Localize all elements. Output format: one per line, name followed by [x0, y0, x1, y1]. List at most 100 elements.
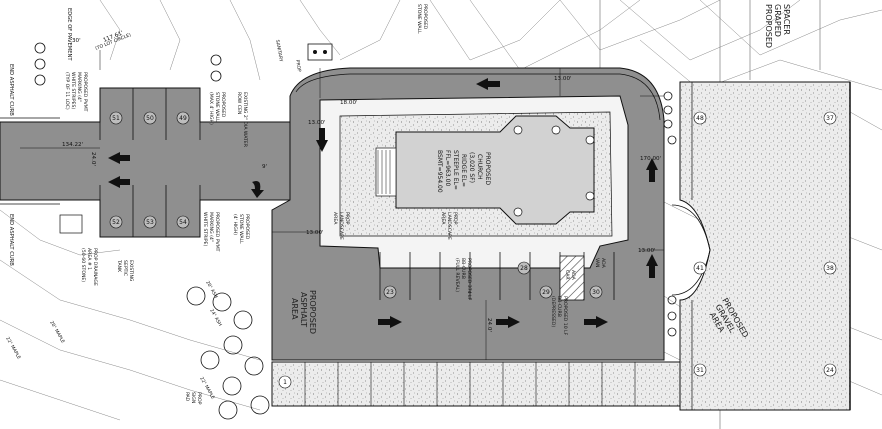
landscape-2: LANDSCAPE: [338, 212, 344, 240]
landscape-1: PROP: [344, 212, 350, 225]
asphalt-area-2: ASPHALT: [299, 292, 308, 327]
arrow-up-right-icon: [646, 158, 658, 182]
top-note-5: PROPOSED: [422, 4, 428, 30]
top-note-2: ROW CEN: [236, 92, 242, 114]
edge-of-pavement: EDGE OF PAVEMENT: [66, 8, 72, 61]
stall-number-markers: 51 50 49 52 53 54 1 23 28 29 30 48 37 38…: [109, 111, 837, 389]
stall-29: 29: [542, 289, 550, 296]
stall-38: 38: [826, 265, 834, 272]
pvmt-small-1: PROPOSED PVMT: [214, 212, 220, 252]
top-right-3: SPACER: [782, 4, 791, 35]
landscape-3: AREA: [332, 212, 338, 225]
church-label-4: RIDGE EL=: [460, 154, 467, 187]
arrow-right-icon: [108, 176, 130, 188]
church-label-1: PROPOSED: [484, 152, 491, 185]
stone-wall-3: (MAX 4' HIGH): [208, 92, 214, 125]
sign-pad-3: PAD: [184, 392, 190, 402]
church-label-5: STEEPLE EL=: [452, 150, 459, 190]
landscape-b-1: PROP: [452, 212, 458, 225]
asphalt-area-3: AREA: [290, 298, 299, 320]
dim-170: 170.00': [640, 156, 661, 162]
curb-right-1: PROPOSED 374 LF: [466, 258, 472, 301]
stone-wall-2: STONE WALL: [214, 92, 220, 122]
asphalt-area-1: PROPOSED: [308, 290, 317, 334]
ash-2: 20" ASH: [204, 280, 219, 299]
ada-van-1: ADA: [600, 258, 606, 269]
stall-54: 54: [179, 219, 187, 226]
top-note-3: SANITARY: [274, 39, 284, 62]
church-label-7: BSMT=954.00: [436, 150, 443, 193]
gravel-strip-bottom: [271, 361, 681, 407]
maple-1: 22" MAPLE: [4, 336, 22, 361]
septic-2: SEPTIC: [122, 260, 128, 276]
stall-1: 1: [283, 379, 287, 386]
stall-37: 37: [826, 115, 834, 122]
church-label-3: (3,020 SF): [468, 152, 475, 183]
gravel-area-right: [671, 81, 851, 411]
top-note-1: EXISTING 2" DIA WATER: [242, 92, 248, 148]
stall-30: 30: [592, 289, 600, 296]
drainage-2: AREA # 1: [86, 248, 92, 270]
end-asphalt-curb-bottom: END ASPHALT CURB: [8, 214, 14, 266]
dimension-lines: [20, 50, 664, 360]
church-label-2: CHURCH: [476, 154, 483, 180]
dim-13d: 13.00': [306, 230, 324, 236]
curb-lines: [0, 73, 661, 234]
church-building: [375, 115, 595, 225]
stone-wall-b-3: (4' HIGH): [232, 214, 238, 235]
curb-right-3: (FULL REVEAL): [454, 258, 460, 292]
pvmt-marking-3: WHITE STRIPES): [70, 72, 76, 109]
top-right-2: GRAPED: [773, 4, 782, 37]
maple-2: 20" MAPLE: [48, 320, 66, 345]
septic-1: EXISTING: [128, 260, 134, 282]
dim-13b: 13.00': [554, 76, 572, 82]
landscape-b-2: LANDSCAPE: [446, 212, 452, 240]
church-label: PROPOSED CHURCH (3,020 SF) RIDGE EL= STE…: [436, 150, 491, 193]
arrow-left-icon: [108, 152, 130, 164]
arrow-right-bottom-2-icon: [496, 316, 520, 328]
curb-right-2: BB-CURB: [460, 258, 466, 279]
drainage-3: (50-60 STONE): [80, 248, 86, 282]
dim-30: 30': [72, 38, 81, 44]
curb-right-b-3: (DEPRESSED): [550, 296, 556, 327]
curb-right-b-2: BB-CURB: [556, 296, 562, 317]
arrow-right-bottom-3-icon: [584, 316, 608, 328]
ada-car-2: CAR: [564, 270, 570, 280]
sign-pad-2: SIGN: [190, 392, 196, 403]
end-asphalt-curb-top: END ASPHALT CURB: [8, 64, 14, 116]
arrow-right-bottom-icon: [378, 316, 402, 328]
arrow-up-right-2-icon: [646, 254, 658, 278]
church-label-6: FFL=963.00: [444, 150, 451, 186]
trees: [34, 42, 677, 420]
stone-wall-b-2: STONE WALL: [238, 214, 244, 244]
stall-49: 49: [179, 115, 187, 122]
top-note-6: STONE WALL: [416, 4, 422, 34]
dim-18: 18.00': [340, 100, 358, 106]
stone-wall-1: PROPOSED: [220, 92, 226, 118]
pvmt-marking-4: (TYP OF 11 LOC): [64, 72, 70, 110]
stall-48: 48: [696, 115, 704, 122]
pvmt-small-3: WHITE STRIPE): [202, 212, 208, 246]
stall-50: 50: [146, 115, 154, 122]
curb-right-b-1: PROPOSED 10 LF: [562, 296, 568, 336]
pvmt-small-2: MARKING (4": [208, 212, 214, 242]
drainage-1: PROP DRAINAGE: [92, 248, 98, 286]
stone-wall-b-1: PROPOSED: [244, 214, 250, 240]
utility-box: [307, 43, 333, 61]
stall-24: 24: [826, 367, 834, 374]
dim-24b: 24.0': [486, 318, 492, 332]
left-stalls: [99, 88, 201, 237]
dim-134: 134.22': [62, 142, 83, 148]
traffic-arrows: [108, 78, 658, 328]
stall-28: 28: [520, 265, 528, 272]
arrow-down-left-icon: [316, 128, 328, 152]
dim-13c: 13.00': [638, 248, 656, 254]
sign-pad-1: PROP: [196, 392, 202, 405]
top-note-4: PROP: [294, 59, 302, 72]
top-right-1: PROPOSED: [764, 4, 773, 48]
stall-41: 41: [696, 265, 704, 272]
arrow-left-top-icon: [476, 78, 500, 90]
